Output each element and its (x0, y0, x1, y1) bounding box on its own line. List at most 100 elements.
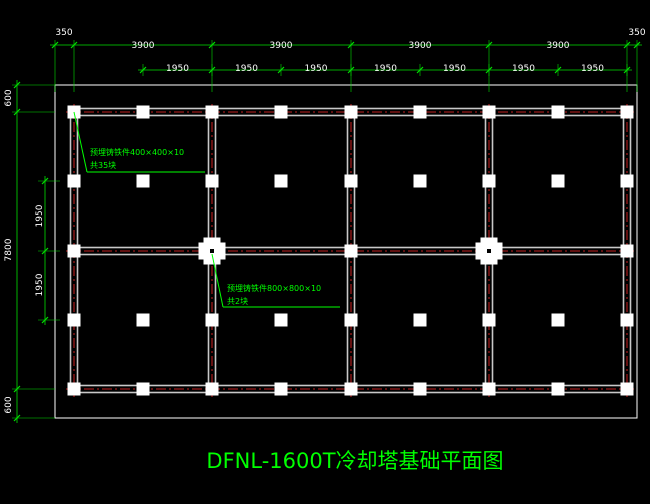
embedded-plate-small (413, 174, 427, 188)
embedded-plate-small (136, 382, 150, 396)
dimension-tick (139, 66, 147, 74)
embedded-plate-small (344, 313, 358, 327)
dimension-label-top-inner: 1950 (235, 64, 258, 74)
plate-center-mark (210, 249, 214, 253)
embedded-plate-small (620, 244, 634, 258)
dimension-label-top-inner: 1950 (512, 64, 535, 74)
embedded-plate-small (274, 174, 288, 188)
dimension-tick (633, 41, 641, 49)
dimension-tick (41, 247, 49, 255)
embedded-plate-small (274, 382, 288, 396)
dimension-label-left-inner: 1950 (35, 204, 45, 227)
dimension-tick (13, 108, 21, 116)
embedded-plate-small (205, 105, 219, 119)
dimension-label-top-inner: 1950 (581, 64, 604, 74)
embedded-plate-small (620, 105, 634, 119)
dimension-tick (347, 41, 355, 49)
dimension-label-top-inner: 1950 (166, 64, 189, 74)
dimension-tick (485, 66, 493, 74)
annotation-small-line1: 预埋铸铁件400×400×10 (90, 147, 184, 157)
dimension-tick (554, 66, 562, 74)
embedded-plate-small (274, 313, 288, 327)
dimension-tick (347, 66, 355, 74)
plate-notch (497, 259, 503, 265)
embedded-plate-small (67, 382, 81, 396)
embedded-plate-small (67, 313, 81, 327)
embedded-plate-small (136, 313, 150, 327)
dimension-tick (51, 41, 59, 49)
dimension-label-top-outer: 3900 (132, 41, 155, 51)
plate-notch (198, 259, 204, 265)
embedded-plate-small (551, 174, 565, 188)
dimension-label-top-inner: 1950 (305, 64, 328, 74)
embedded-plate-small (482, 313, 496, 327)
embedded-plate-small (344, 105, 358, 119)
dimension-tick (485, 41, 493, 49)
dimension-tick (70, 41, 78, 49)
dimension-tick (623, 41, 631, 49)
plate-notch (198, 237, 204, 243)
embedded-plates (67, 105, 634, 396)
dimension-tick (41, 177, 49, 185)
dimension-label-top-inner: 1950 (443, 64, 466, 74)
plate-notch (497, 237, 503, 243)
embedded-plate-small (413, 382, 427, 396)
dimension-label-top-outer: 350 (55, 28, 72, 38)
plate-notch (475, 237, 481, 243)
dimension-label-top-outer: 3900 (547, 41, 570, 51)
embedded-plate-small (551, 382, 565, 396)
embedded-plate-small (551, 105, 565, 119)
leader-line (211, 253, 224, 308)
annotation-large-line1: 预埋铸铁件800×800×10 (227, 283, 321, 293)
dimension-label-left-outer: 7800 (4, 238, 14, 261)
embedded-plate-small (482, 382, 496, 396)
dimension-label-left-outer: 600 (4, 396, 14, 413)
dimension-tick (13, 414, 21, 422)
plate-notch (220, 259, 226, 265)
embedded-plate-small (344, 174, 358, 188)
embedded-plate-small (205, 313, 219, 327)
dimension-label-left-outer: 600 (4, 89, 14, 106)
embedded-plate-small (620, 174, 634, 188)
embedded-plate-small (344, 382, 358, 396)
embedded-plate-small (67, 244, 81, 258)
annotation-small-plates: 预埋铸铁件400×400×10 共35块 (73, 111, 205, 173)
drawing-title: DFNL-1600T冷却塔基础平面图 (206, 449, 503, 473)
embedded-plate-small (344, 244, 358, 258)
dimension-label-top-outer: 3900 (270, 41, 293, 51)
embedded-plate-small (413, 105, 427, 119)
embedded-plate-small (482, 174, 496, 188)
plate-notch (475, 259, 481, 265)
dimension-tick (416, 66, 424, 74)
dimension-label-top-outer: 3900 (409, 41, 432, 51)
embedded-plate-small (482, 105, 496, 119)
embedded-plate-small (205, 382, 219, 396)
embedded-plate-small (551, 313, 565, 327)
plate-notch (220, 237, 226, 243)
dimension-lines (12, 40, 642, 423)
leader-line (73, 111, 88, 173)
dimension-label-top-inner: 1950 (374, 64, 397, 74)
dimension-tick (208, 41, 216, 49)
embedded-plate-small (620, 382, 634, 396)
dimension-tick (13, 385, 21, 393)
annotation-large-plates: 预埋铸铁件800×800×10 共2块 (211, 253, 340, 308)
dimension-tick (208, 66, 216, 74)
dimension-tick (623, 66, 631, 74)
embedded-plate-small (413, 313, 427, 327)
annotation-large-line2: 共2块 (227, 296, 248, 306)
dimension-tick (277, 66, 285, 74)
embedded-plate-small (274, 105, 288, 119)
dimension-tick (41, 316, 49, 324)
annotation-small-line2: 共35块 (90, 160, 116, 170)
plate-center-mark (487, 249, 491, 253)
embedded-plate-small (136, 174, 150, 188)
dimension-label-left-inner: 1950 (35, 273, 45, 296)
dimension-tick (13, 81, 21, 89)
embedded-plate-small (67, 174, 81, 188)
embedded-plate-small (205, 174, 219, 188)
foundation-slab-outline (54, 84, 638, 419)
